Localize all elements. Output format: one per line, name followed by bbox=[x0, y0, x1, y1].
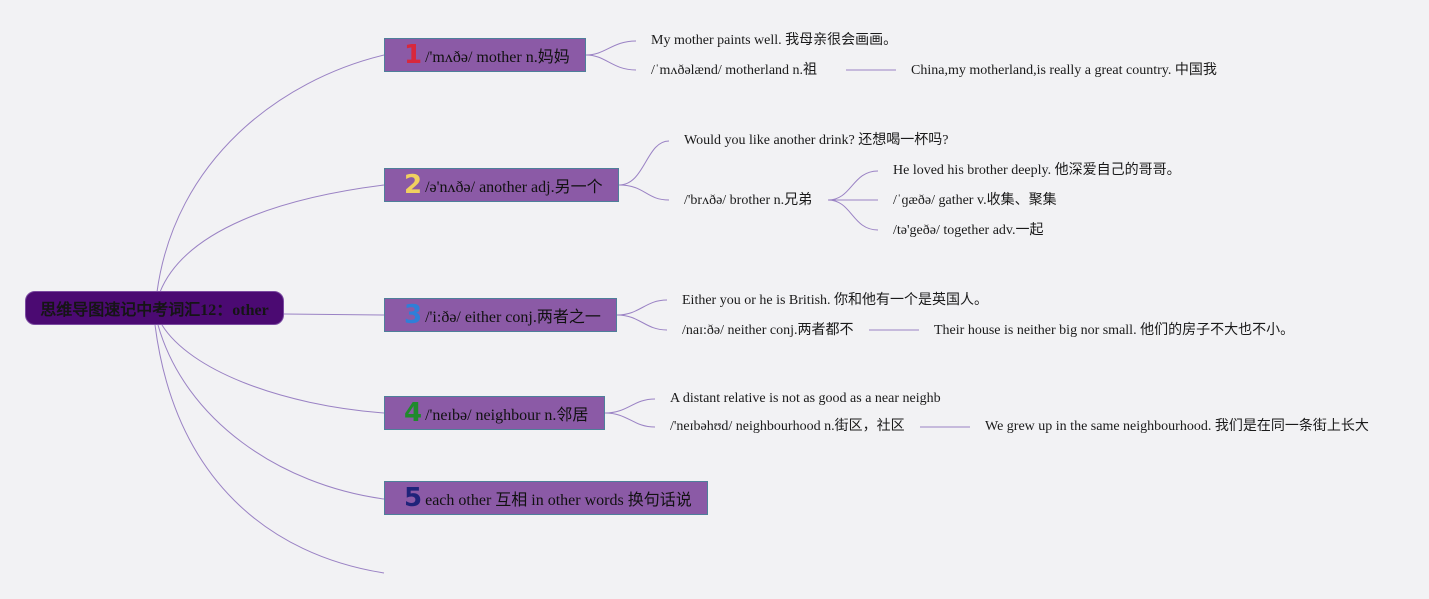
branch-3-label: /'i:ðə/ either conj.两者之一 bbox=[425, 309, 601, 326]
branch-2-label: /ə'nʌðə/ another adj.另一个 bbox=[425, 179, 603, 196]
number-badge-1: 1 bbox=[404, 40, 423, 70]
number-badge-2: 2 bbox=[404, 170, 423, 200]
connector-root-b2 bbox=[159, 184, 385, 293]
b4-child-2-1[interactable]: We grew up in the same neighbourhood. 我们… bbox=[985, 419, 1369, 434]
connector-b3-c1 bbox=[616, 299, 668, 316]
number-badge-4: 4 bbox=[404, 398, 423, 428]
branch-5-label: each other 互相 in other words 换句话说 bbox=[425, 492, 692, 509]
connector-b3-c2 bbox=[616, 314, 668, 331]
branch-4-label: /'neɪbə/ neighbour n.邻居 bbox=[425, 407, 589, 424]
b4-child-1[interactable]: A distant relative is not as good as a n… bbox=[670, 391, 941, 406]
connector-b2-c2 bbox=[618, 184, 670, 201]
connector-root-b1 bbox=[156, 54, 385, 293]
number-badge-5: 5 bbox=[404, 483, 423, 513]
branch-1-label: /'mʌðə/ mother n.妈妈 bbox=[425, 49, 570, 66]
connector-b2-c2-g3 bbox=[827, 199, 879, 231]
branch-2[interactable]: 2 /ə'nʌðə/ another adj.另一个 bbox=[384, 168, 619, 202]
b2-child-1[interactable]: Would you like another drink? 还想喝一杯吗? bbox=[684, 133, 949, 148]
b2-child-2[interactable]: /'brʌðə/ brother n.兄弟 bbox=[684, 193, 813, 208]
connector-b4-c1 bbox=[604, 398, 656, 414]
connector-b2-c2-g1 bbox=[827, 170, 879, 201]
b3-child-1[interactable]: Either you or he is British. 你和他有一个是英国人。 bbox=[682, 293, 989, 308]
connector-b1-c1 bbox=[585, 40, 637, 56]
b4-child-2[interactable]: /'neɪbəhʊd/ neighbourhood n.街区，社区 bbox=[670, 419, 905, 434]
root-node[interactable]: 思维导图速记中考词汇12：other bbox=[25, 291, 284, 325]
b2-child-2-2[interactable]: /ˈɡæðə/ gather v.收集、聚集 bbox=[893, 193, 1057, 208]
branch-5[interactable]: 5 each other 互相 in other words 换句话说 bbox=[384, 481, 708, 515]
connector-b1-c2 bbox=[585, 54, 637, 71]
b1-child-2[interactable]: /ˈmʌðəlænd/ motherland n.祖 bbox=[651, 63, 818, 78]
number-badge-3: 3 bbox=[404, 300, 423, 330]
b2-child-2-1[interactable]: He loved his brother deeply. 他深爱自己的哥哥。 bbox=[893, 163, 1181, 178]
b3-child-2-1[interactable]: Their house is neither big nor small. 他们… bbox=[934, 323, 1295, 338]
connector-b2-c1 bbox=[618, 140, 670, 186]
b1-child-2-1[interactable]: China,my motherland,is really a great co… bbox=[911, 63, 1217, 78]
connector-b4-c2 bbox=[604, 412, 656, 428]
branch-4[interactable]: 4 /'neɪbə/ neighbour n.邻居 bbox=[384, 396, 605, 430]
connector-root-b3 bbox=[283, 313, 385, 316]
connector-root-b5 bbox=[157, 324, 385, 500]
b1-child-1[interactable]: My mother paints well. 我母亲很会画画。 bbox=[651, 33, 898, 48]
b2-child-2-3[interactable]: /tə'geðə/ together adv.一起 bbox=[893, 223, 1044, 238]
b3-child-2[interactable]: /naɪ:ðə/ neither conj.两者都不 bbox=[682, 323, 854, 338]
branch-1[interactable]: 1 /'mʌðə/ mother n.妈妈 bbox=[384, 38, 586, 72]
branch-3[interactable]: 3 /'i:ðə/ either conj.两者之一 bbox=[384, 298, 617, 332]
connector-root-extra bbox=[154, 324, 385, 574]
root-label: 思维导图速记中考词汇12：other bbox=[40, 302, 269, 319]
connector-root-b4 bbox=[161, 324, 385, 414]
